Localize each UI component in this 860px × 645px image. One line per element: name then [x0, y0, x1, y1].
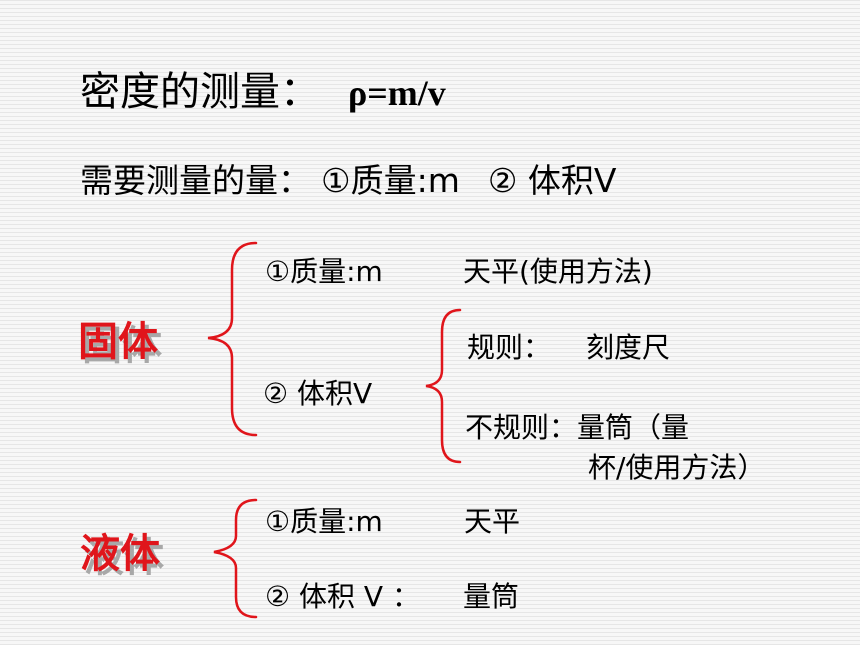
title-text: 密度的测量： — [80, 69, 320, 115]
subtitle-volume: ② 体积V — [487, 161, 617, 200]
subtitle: 需要测量的量： ①质量:m ② 体积V — [80, 164, 617, 197]
solid-bracket — [207, 241, 258, 437]
subtitle-mass: ①质量:m — [321, 161, 460, 200]
liquid-bracket — [213, 498, 258, 619]
solid-mass: ①质量:m — [265, 255, 383, 288]
density-formula: ρ=m/v — [348, 73, 446, 113]
liquid-volume-tool: 量筒 — [463, 580, 520, 613]
slide-title: 密度的测量： ρ=m/v — [80, 72, 446, 112]
liquid-label: 液体 — [80, 530, 160, 577]
solid-volume: ② 体积V — [263, 377, 373, 410]
subtitle-text: 需要测量的量： — [80, 161, 311, 200]
irregular-label: 不规则：量筒（量 — [465, 411, 690, 444]
solid-label: 固体 — [78, 318, 158, 365]
liquid-mass-tool: 天平 — [464, 505, 521, 538]
liquid-mass: ①质量:m — [265, 505, 383, 538]
regular-tool: 刻度尺 — [586, 331, 671, 364]
regular-label: 规则： — [467, 331, 552, 364]
liquid-volume: ② 体积 V ： — [265, 580, 420, 613]
volume-bracket — [425, 308, 462, 464]
irregular-continued: 杯/使用方法） — [588, 451, 766, 484]
solid-mass-tool: 天平(使用方法) — [463, 255, 653, 288]
